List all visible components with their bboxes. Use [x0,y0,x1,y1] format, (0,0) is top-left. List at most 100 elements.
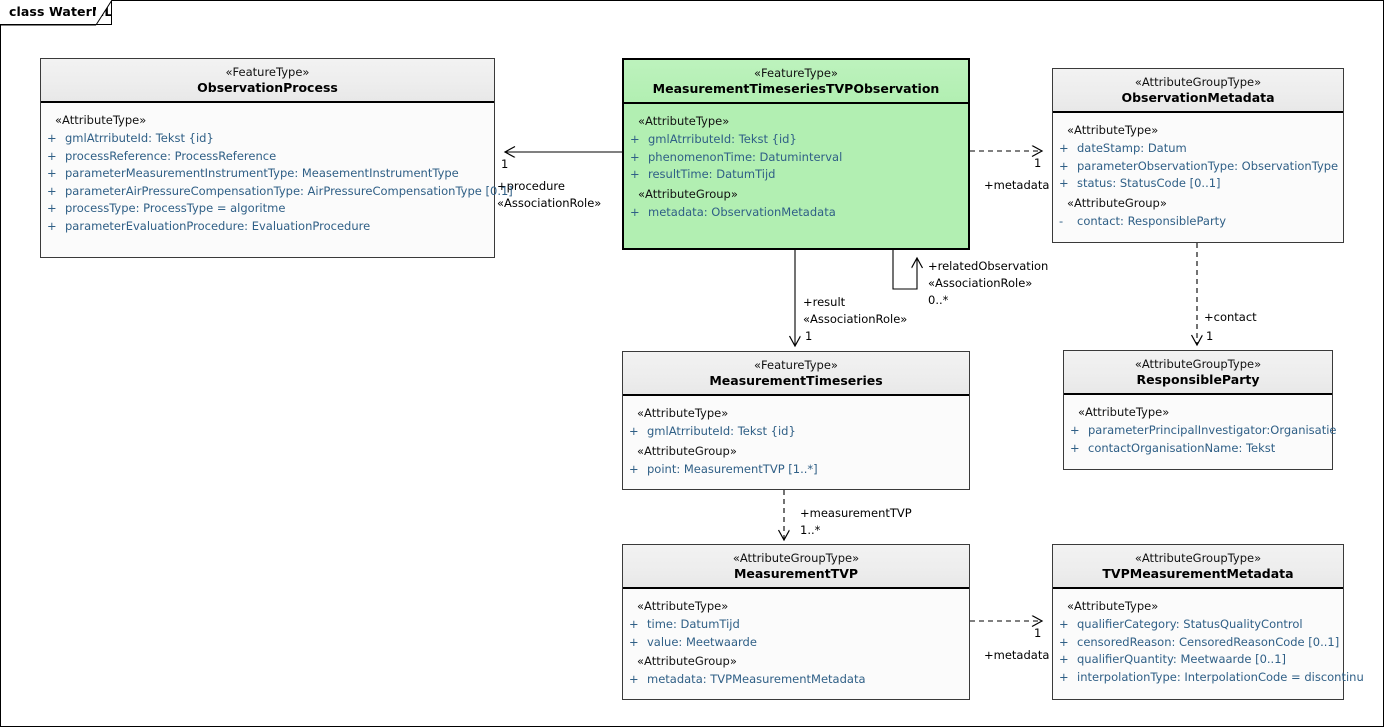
attribute-row[interactable]: + qualifierQuantity: Meetwaarde [0..1] [1053,651,1343,669]
label-metadata-tvp-mult: 1 [1034,626,1042,640]
class-body: «AttributeType» +gmlAtrributeId: Tekst {… [41,103,513,243]
visibility: + [629,634,639,649]
class-header: «AttributeGroupType» ResponsibleParty [1064,351,1332,395]
attribute-row[interactable]: +parameterEvaluationProcedure: Evaluatio… [41,218,494,236]
class-name: MeasurementTimeseriesTVPObservation [652,81,940,96]
attribute-text: qualifierQuantity: Meetwaarde [0..1] [1077,652,1287,666]
attribute-row[interactable]: +parameterMeasurementInstrumentType: Mea… [41,165,494,183]
class-body: «AttributeType» +dateStamp: Datum +param… [1053,113,1343,238]
class-name: MeasurementTVP [733,566,859,581]
attribute-row[interactable]: + metadata: ObservationMetadata [624,204,968,222]
class-stereotype: «FeatureType» [225,65,310,79]
attribute-text: metadata: ObservationMetadata [648,204,836,219]
class-measurement-tvp[interactable]: «AttributeGroupType» MeasurementTVP «Att… [622,544,970,700]
visibility: + [1059,176,1069,190]
compartment-group-label: «AttributeGroup» [637,654,737,668]
class-measurement-timeseries[interactable]: «FeatureType» MeasurementTimeseries «Att… [622,351,970,490]
visibility: + [47,218,57,233]
class-tvp-measurement-metadata[interactable]: «AttributeGroupType» TVPMeasurementMetad… [1052,544,1364,700]
compartment-group-label: «AttributeGroup» [637,443,737,458]
compartment-group-label: «AttributeType» [1078,405,1170,419]
attribute-text: parameterObservationType: ObservationTyp… [1077,158,1339,173]
compartment-group-label: «AttributeType» [638,114,730,128]
class-stereotype: «AttributeGroupType» [1134,551,1262,565]
attribute-row[interactable]: + qualifierCategory: StatusQualityControl [1053,616,1343,634]
visibility: + [630,132,640,146]
attribute-text: processReference: ProcessReference [65,148,277,163]
attribute-text: processType: ProcessType = algoritme [65,201,286,215]
class-stereotype: «AttributeGroupType» [1134,357,1262,371]
attribute-row[interactable]: +processType: ProcessType = algoritme [41,200,494,218]
label-metadata-tvp-role: +metadata [984,648,1050,662]
attribute-text: dateStamp: Datum [1077,141,1187,155]
class-header: «FeatureType» ObservationProcess [41,59,494,103]
attribute-row[interactable]: +value: Meetwaarde [623,634,969,652]
compartment-group-label: «AttributeType» [637,406,729,420]
class-body: «AttributeType» + parameterPrincipalInves… [1064,395,1337,465]
attribute-row[interactable]: +gmlAtrributeId: Tekst {id} [623,423,969,441]
label-procedure-mult: 1 [501,157,509,171]
class-name: ResponsibleParty [1136,372,1260,387]
attribute-text: phenomenonTime: Datuminterval [648,149,843,164]
visibility: + [47,183,57,198]
class-header: «AttributeGroupType» MeasurementTVP [623,545,969,589]
label-measurement-tvp-mult: 1..* [800,523,821,537]
attribute-row[interactable]: + point: MeasurementTVP [1..*] [623,461,969,479]
attribute-row[interactable]: +censoredReason: CensoredReasonCode [0..… [1053,634,1343,652]
visibility: + [1059,617,1069,631]
attribute-text: parameterMeasurementInstrumentType: Meas… [65,166,459,180]
class-body: «AttributeType» + gmlAtrributeId: Tekst {… [624,104,968,229]
attribute-row[interactable]: +parameterObservationType: ObservationTy… [1053,158,1343,176]
attribute-text: metadata: TVPMeasurementMetadata [647,672,866,686]
attribute-text: qualifierCategory: StatusQualityControl [1077,617,1303,631]
attribute-row[interactable]: +gmlAtrributeId: Tekst {id} [41,130,494,148]
visibility: + [1059,652,1069,666]
attribute-row[interactable]: +resultTime: DatumTijd [624,166,968,184]
class-measurement-timeseries-tvp-observation[interactable]: «FeatureType» MeasurementTimeseriesTVPOb… [622,58,970,250]
visibility: + [47,148,57,163]
attribute-row[interactable]: +time: DatumTijd [623,616,969,634]
class-observation-process[interactable]: «FeatureType» ObservationProcess «Attrib… [40,58,513,258]
visibility: + [1059,634,1069,649]
compartment-group-label: «AttributeType» [1067,123,1159,137]
label-metadata-observation-role: +metadata [984,178,1050,192]
label-result-mult: 1 [805,329,813,343]
attribute-row[interactable]: -contact: ResponsibleParty [1053,213,1343,231]
visibility: + [630,204,640,219]
attribute-row[interactable]: +contactOrganisationName: Tekst [1064,440,1332,458]
class-stereotype: «AttributeGroupType» [1134,75,1262,89]
attribute-row[interactable]: +dateStamp: Datum [1053,140,1343,158]
attribute-text: resultTime: DatumTijd [648,167,776,181]
attribute-row[interactable]: + processReference: ProcessReference [41,148,494,166]
class-body: «AttributeType» +time: DatumTijd +value:… [623,589,969,697]
label-procedure-role: +procedure [497,179,565,193]
label-related-observation-role: +relatedObservation [928,259,1049,273]
class-name: ObservationProcess [197,80,338,95]
page-title: class WaterML [9,4,113,19]
attribute-row[interactable]: + status: StatusCode [0..1] [1053,175,1343,193]
attribute-text: gmlAtrributeId: Tekst {id} [648,132,797,146]
attribute-text: parameterPrincipalInvestigator:Organisat… [1088,423,1337,437]
compartment-group-label: «AttributeGroup» [638,186,738,201]
attribute-text: point: MeasurementTVP [1..*] [647,461,818,476]
attribute-row[interactable]: +phenomenonTime: Datuminterval [624,149,968,167]
attribute-row[interactable]: + parameterPrincipalInvestigator:Organisa… [1064,422,1337,440]
attribute-row[interactable]: +metadata: TVPMeasurementMetadata [623,671,969,689]
class-observation-metadata[interactable]: «AttributeGroupType» ObservationMetadata… [1052,68,1344,243]
visibility: - [1059,213,1064,228]
class-body: «AttributeType» +gmlAtrributeId: Tekst {… [623,396,969,486]
visibility: + [629,461,639,476]
class-responsible-party[interactable]: «AttributeGroupType» ResponsibleParty «A… [1063,350,1337,470]
label-result-stereotype: «AssociationRole» [803,312,908,326]
attribute-row[interactable]: + gmlAtrributeId: Tekst {id} [624,131,968,149]
visibility: + [1070,423,1080,437]
class-header: «AttributeGroupType» ObservationMetadata [1053,69,1343,113]
label-result-role: +result [803,295,846,309]
attribute-row[interactable]: +interpolationType: InterpolationCode = … [1053,669,1364,687]
label-procedure-stereotype: «AssociationRole» [497,196,602,210]
label-contact-role: +contact [1204,310,1257,324]
attribute-row[interactable]: +parameterAirPressureCompensationType: A… [41,183,513,201]
compartment-group-label: «AttributeType» [637,599,729,613]
attribute-text: status: StatusCode [0..1] [1077,176,1221,190]
